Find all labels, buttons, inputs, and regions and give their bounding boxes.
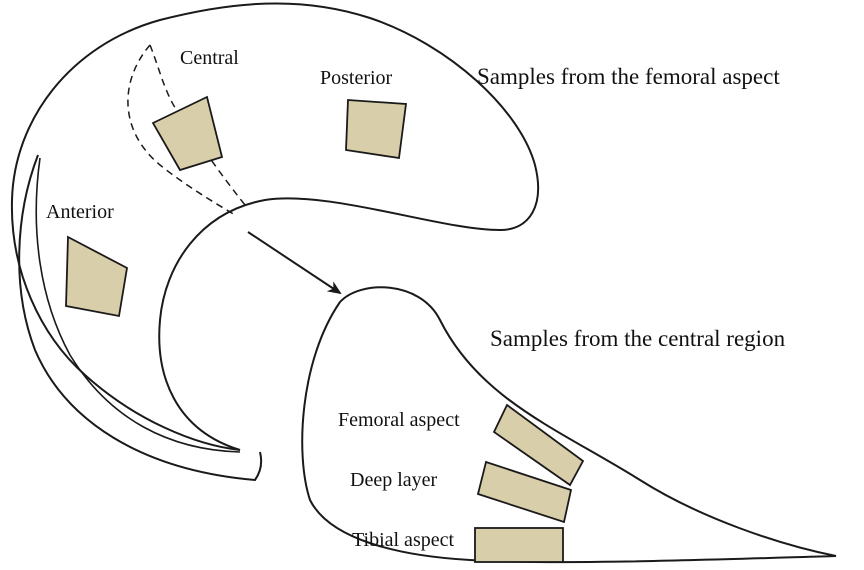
label-posterior: Posterior [320,67,393,89]
label-anterior: Anterior [46,201,114,223]
label-femoral-aspect: Femoral aspect [338,409,460,431]
heading-central-region: Samples from the central region [490,326,786,351]
label-central: Central [180,47,239,69]
label-tibial-aspect: Tibial aspect [352,529,454,551]
label-deep-layer: Deep layer [350,469,438,491]
tibial-aspect-sample [475,528,563,562]
heading-femoral-aspect: Samples from the femoral aspect [477,64,780,89]
arrow-to-central-region [248,232,340,293]
posterior-sample [346,100,406,158]
